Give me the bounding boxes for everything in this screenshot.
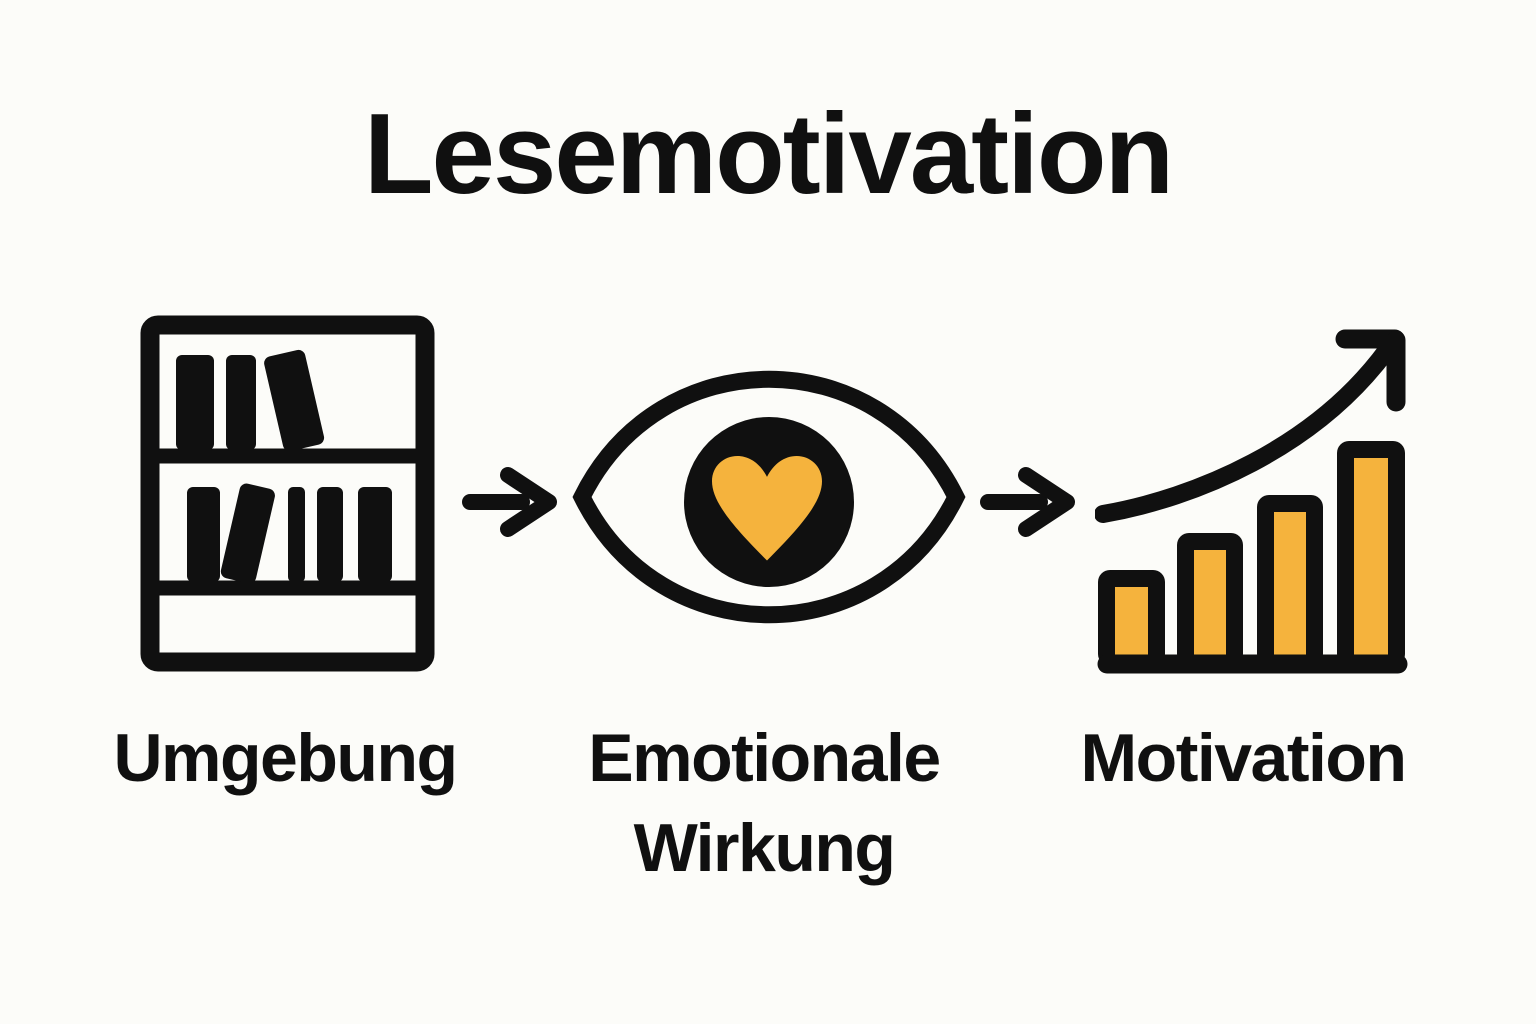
step-label-emotionale-wirkung: Emotionale Wirkung bbox=[514, 713, 1014, 893]
bottom-shelf-books bbox=[187, 483, 392, 584]
book-icon bbox=[317, 487, 343, 582]
step-label-text-line2: Wirkung bbox=[633, 810, 896, 886]
arrow-head bbox=[500, 467, 557, 537]
bar-fill bbox=[1115, 587, 1148, 657]
bar-chart-growth-icon bbox=[1095, 328, 1415, 678]
book-icon bbox=[187, 487, 220, 582]
bookshelf-frame bbox=[140, 315, 435, 672]
book-icon bbox=[288, 487, 305, 582]
tilted-book-icon bbox=[220, 483, 275, 584]
step-label-umgebung: Umgebung bbox=[35, 713, 535, 803]
step-label-text-line1: Emotionale bbox=[588, 720, 941, 796]
tilted-book-icon bbox=[264, 349, 325, 452]
arrow-head bbox=[1018, 467, 1075, 537]
arrow-right-icon bbox=[980, 466, 1076, 538]
bar-fill bbox=[1354, 458, 1388, 657]
page-title: Lesemotivation bbox=[363, 91, 1174, 218]
book-icon bbox=[358, 487, 392, 582]
step-label-text: Umgebung bbox=[113, 720, 458, 796]
growth-arrow-head bbox=[1335, 329, 1406, 412]
eye-heart-svg bbox=[572, 370, 966, 624]
arrow-right-svg bbox=[980, 467, 1075, 537]
book-icon bbox=[176, 355, 214, 450]
arrow-right-icon bbox=[462, 466, 558, 538]
bar-chart-growth-svg bbox=[1095, 329, 1408, 674]
top-shelf-books bbox=[176, 349, 325, 452]
bar-fill bbox=[1194, 550, 1226, 657]
book-icon bbox=[226, 355, 256, 450]
bookshelf-icon bbox=[140, 315, 435, 672]
bar-fill bbox=[1274, 512, 1306, 657]
bookshelf-svg bbox=[140, 315, 435, 672]
eye-outline bbox=[572, 370, 966, 624]
eye-heart-icon bbox=[572, 366, 966, 628]
arrow-right-svg bbox=[462, 467, 557, 537]
heart-icon bbox=[712, 456, 822, 561]
growth-curve bbox=[1095, 341, 1396, 523]
chart-bars bbox=[1098, 441, 1405, 666]
step-label-text: Motivation bbox=[1080, 720, 1407, 796]
step-label-motivation: Motivation bbox=[993, 713, 1493, 803]
